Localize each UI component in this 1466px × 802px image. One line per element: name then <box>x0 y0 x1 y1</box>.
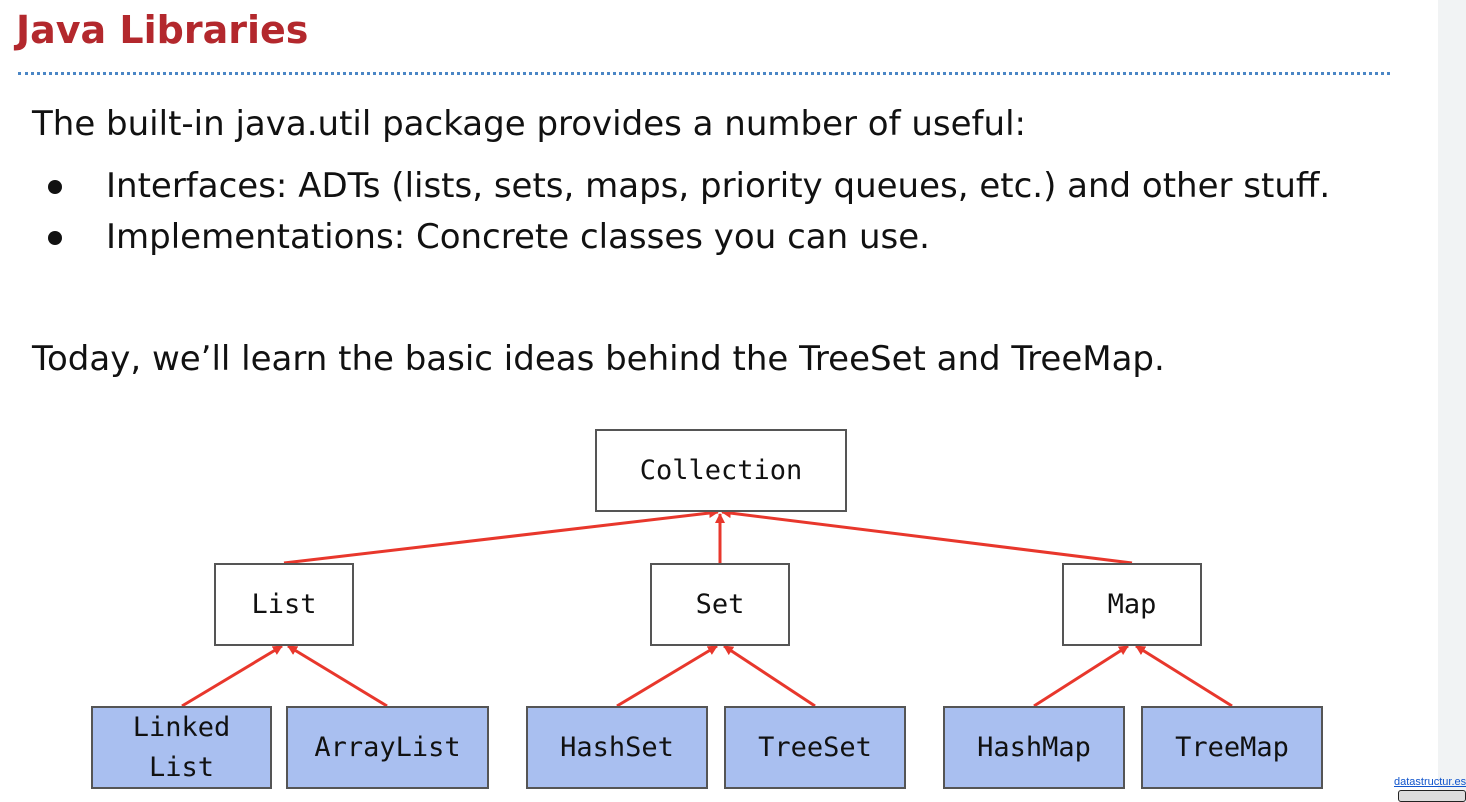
arrow-hashset-to-set <box>616 644 718 708</box>
linkedlist-label-line1: Linked <box>132 711 231 743</box>
arrow-arraylist-to-list <box>287 644 388 708</box>
hashset-node: HashSet <box>526 706 708 789</box>
footer-link[interactable]: datastructur.es <box>1394 776 1466 788</box>
bullet-dot-1 <box>48 180 62 194</box>
slide-title: Java Libraries <box>16 8 309 52</box>
hashmap-node: HashMap <box>943 706 1125 789</box>
arrow-map-to-collection <box>721 508 1133 565</box>
treemap-node: TreeMap <box>1141 706 1323 789</box>
arrow-treemap-to-map <box>1135 644 1233 708</box>
bullet-dot-2 <box>48 231 62 245</box>
title-divider <box>18 72 1390 75</box>
map-node: Map <box>1062 563 1202 646</box>
arraylist-node: ArrayList <box>286 706 489 789</box>
set-node: Set <box>650 563 790 646</box>
bullet-interfaces: Interfaces: ADTs (lists, sets, maps, pri… <box>106 166 1331 206</box>
intro-text: The built-in java.util package provides … <box>32 104 1026 144</box>
arrow-hashmap-to-map <box>1033 644 1129 708</box>
today-text: Today, we’ll learn the basic ideas behin… <box>32 339 1165 379</box>
arrow-list-to-collection <box>283 508 719 565</box>
arrow-linkedlist-to-list <box>181 644 283 708</box>
linkedlist-label-line2: List <box>148 751 215 783</box>
license-badge-icon <box>1398 790 1466 802</box>
list-node: List <box>214 563 354 646</box>
bullet-implementations: Implementations: Concrete classes you ca… <box>106 217 930 257</box>
collection-node: Collection <box>595 429 847 512</box>
right-edge-strip <box>1438 0 1466 802</box>
treeset-node: TreeSet <box>724 706 906 789</box>
arrow-treeset-to-set <box>723 644 816 708</box>
linkedlist-node: Linked List <box>91 706 272 789</box>
